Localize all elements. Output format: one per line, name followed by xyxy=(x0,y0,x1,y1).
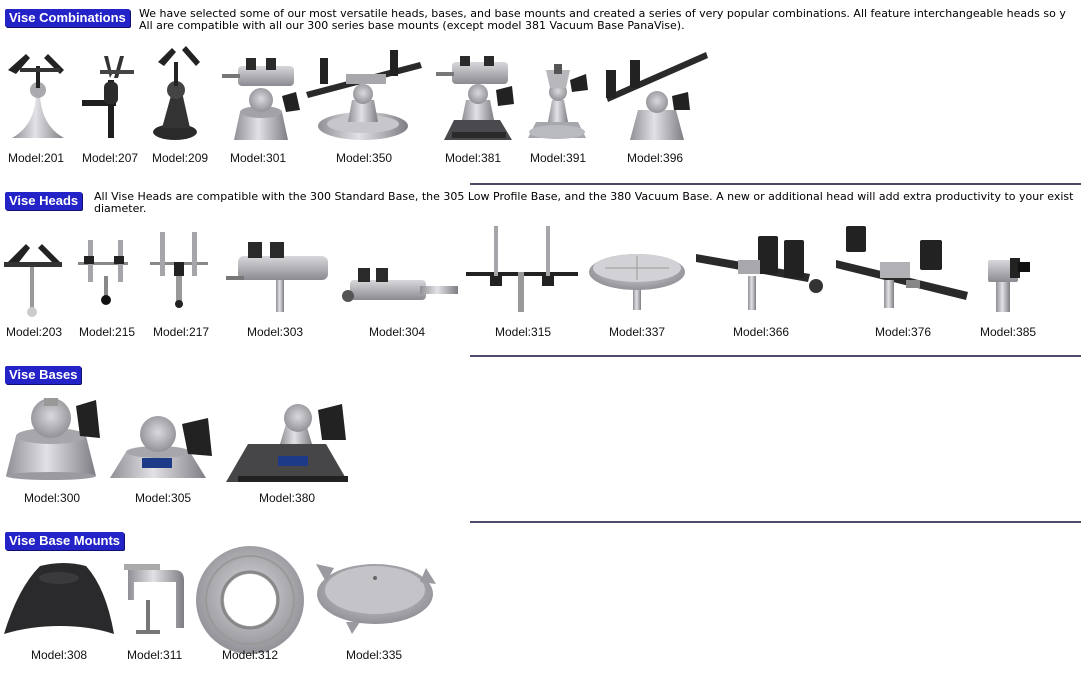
model-396-image[interactable] xyxy=(606,52,708,140)
model-337-caption[interactable]: Model:337 xyxy=(609,325,666,339)
section-title-mounts[interactable]: Vise Base Mounts xyxy=(5,532,125,550)
heads-description-line1: All Vise Heads are compatible with the 3… xyxy=(94,191,1074,202)
model-376-image[interactable] xyxy=(836,226,968,308)
model-335-image[interactable] xyxy=(316,564,436,634)
section-divider xyxy=(470,521,1081,523)
model-312-image[interactable] xyxy=(196,546,304,654)
model-380-caption[interactable]: Model:380 xyxy=(259,491,316,505)
model-201-caption[interactable]: Model:201 xyxy=(8,151,65,165)
model-381-caption[interactable]: Model:381 xyxy=(445,151,502,165)
section-title-heads[interactable]: Vise Heads xyxy=(5,192,83,210)
model-391-caption[interactable]: Model:391 xyxy=(530,151,587,165)
model-337-image[interactable] xyxy=(589,254,685,310)
model-209-image[interactable] xyxy=(153,46,200,140)
model-308-image[interactable] xyxy=(4,563,114,634)
model-308-caption[interactable]: Model:308 xyxy=(31,648,88,662)
model-311-caption[interactable]: Model:311 xyxy=(127,648,183,662)
model-350-caption[interactable]: Model:350 xyxy=(336,151,393,165)
model-301-caption[interactable]: Model:301 xyxy=(230,151,287,165)
model-380-image[interactable] xyxy=(226,404,348,482)
model-217-image[interactable] xyxy=(150,232,208,308)
model-301-image[interactable] xyxy=(222,58,300,140)
model-215-caption[interactable]: Model:215 xyxy=(79,325,136,339)
model-215-image[interactable] xyxy=(78,240,128,305)
section-title-combinations[interactable]: Vise Combinations xyxy=(5,9,130,27)
model-312-caption[interactable]: Model:312 xyxy=(222,648,279,662)
combinations-description-line2: All are compatible with all our 300 seri… xyxy=(139,20,685,31)
model-201-image[interactable] xyxy=(8,54,64,138)
model-391-image[interactable] xyxy=(528,64,588,139)
heads-description-line2: diameter. xyxy=(94,203,147,214)
model-381-image[interactable] xyxy=(436,56,514,140)
model-366-caption[interactable]: Model:366 xyxy=(733,325,790,339)
model-335-caption[interactable]: Model:335 xyxy=(346,648,403,662)
combinations-description-line1: We have selected some of our most versat… xyxy=(139,8,1066,19)
section-divider xyxy=(470,355,1081,357)
model-300-caption[interactable]: Model:300 xyxy=(24,491,81,505)
model-303-image[interactable] xyxy=(226,242,328,312)
model-304-image[interactable] xyxy=(342,268,458,302)
model-315-image[interactable] xyxy=(466,226,578,312)
model-305-image[interactable] xyxy=(110,416,212,478)
model-366-image[interactable] xyxy=(696,236,823,310)
model-385-image[interactable] xyxy=(988,258,1030,312)
model-203-caption[interactable]: Model:203 xyxy=(6,325,63,339)
model-396-caption[interactable]: Model:396 xyxy=(627,151,684,165)
model-203-image[interactable] xyxy=(4,244,62,317)
model-311-image[interactable] xyxy=(124,564,184,634)
model-376-caption[interactable]: Model:376 xyxy=(875,325,932,339)
model-209-caption[interactable]: Model:209 xyxy=(152,151,209,165)
model-305-caption[interactable]: Model:305 xyxy=(135,491,192,505)
model-217-caption[interactable]: Model:217 xyxy=(153,325,210,339)
model-207-image[interactable] xyxy=(82,56,134,138)
model-303-caption[interactable]: Model:303 xyxy=(247,325,304,339)
model-385-caption[interactable]: Model:385 xyxy=(980,325,1037,339)
section-divider xyxy=(470,183,1081,185)
section-title-bases[interactable]: Vise Bases xyxy=(5,366,82,384)
model-315-caption[interactable]: Model:315 xyxy=(495,325,552,339)
model-300-image[interactable] xyxy=(6,398,100,480)
model-304-caption[interactable]: Model:304 xyxy=(369,325,426,339)
model-350-image[interactable] xyxy=(306,50,422,140)
model-207-caption[interactable]: Model:207 xyxy=(82,151,139,165)
